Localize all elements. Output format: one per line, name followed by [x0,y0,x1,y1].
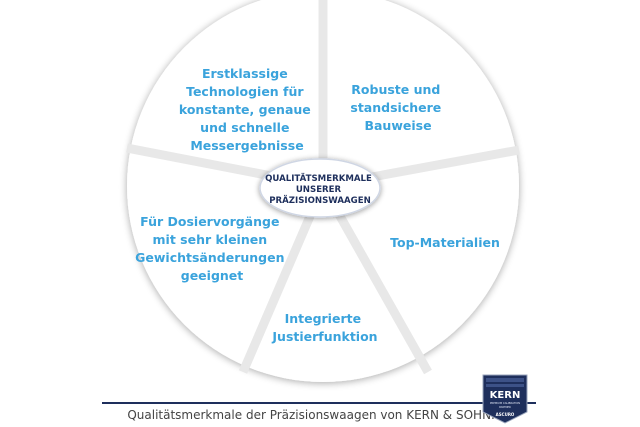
svg-text:Integrierte Justierfunkt: Integrierte Justierfunktion [271,311,377,344]
badge-brand: KERN [490,390,521,401]
segment-text-line: Justierfunktion [271,329,377,344]
svg-text:Top-Materialien: Top-Materialien [390,235,500,250]
segment-text-line: Für Dosiervorgänge [140,214,279,229]
segment-text-line: und schnelle [200,120,289,135]
segment-text-line: Top-Materialien [390,235,500,250]
badge-line2: PARTNER [499,405,511,409]
segment-text-line: Robuste und [351,82,440,97]
divider-lower-right [319,183,432,375]
segment-materials: Top-Materialien [390,235,500,250]
segment-text-line: geeignet [181,268,244,283]
kern-partner-badge: KERN PREMIUM CALIBRATION PARTNER ASCURO [482,374,528,424]
center-hub: QUALITÄTSMERKMALE UNSERER PRÄZISIONSWAAG… [259,158,381,218]
segment-adjustment: Integrierte Justierfunktion [271,311,377,344]
caption-divider [102,402,536,404]
center-hub-oval [259,158,381,218]
segment-text-line: Erstklassige [202,66,288,81]
segment-text-line: standsichere [350,100,441,115]
badge-stripe [486,384,524,387]
segment-text-line: mit sehr kleinen [153,232,268,247]
segment-text-line: Integrierte [285,311,362,326]
svg-text:Robuste und standsichere: Robuste und standsichere Bauweise [350,82,445,133]
wheel-dividers [126,0,520,375]
center-title-line: UNSERER [296,185,342,195]
figure-caption: Qualitätsmerkmale der Präzisionswaagen v… [127,408,511,422]
badge-bottom: ASCURO [496,412,515,417]
segment-text-line: Messergebnisse [190,138,303,153]
svg-text:QUALITÄTSMERKMALE UNSERE: QUALITÄTSMERKMALE UNSERER PRÄZISIONSWAAG… [265,173,375,206]
svg-text:Erstklassige Technologie: Erstklassige Technologien für konstante,… [179,66,315,153]
segment-dosing: Für Dosiervorgänge mit sehr kleinen Gewi… [135,214,289,283]
segment-text-line: Technologien für [186,84,304,99]
segment-text-line: Bauweise [364,118,431,133]
segment-text-line: konstante, genaue [179,102,311,117]
segment-technology: Erstklassige Technologien für konstante,… [179,66,315,153]
segment-text-line: Gewichtsänderungen [135,250,284,265]
svg-text:Für Dosiervorgänge mit s: Für Dosiervorgänge mit sehr kleinen Gewi… [135,214,289,283]
center-title-line: QUALITÄTSMERKMALE [265,173,372,184]
badge-stripe [486,378,524,382]
center-title-line: PRÄZISIONSWAAGEN [269,195,371,206]
badge-line1: PREMIUM CALIBRATION [490,401,520,405]
segment-construction: Robuste und standsichere Bauweise [350,82,445,133]
